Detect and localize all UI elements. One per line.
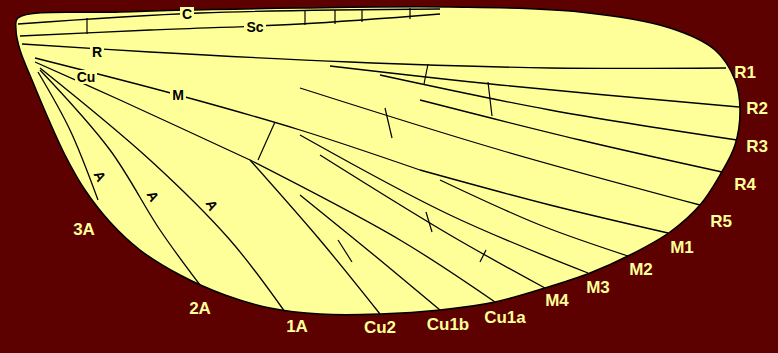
r4-vein [420, 100, 722, 172]
crossvein [480, 250, 486, 262]
crossvein [488, 82, 492, 116]
m4-vein [320, 155, 545, 288]
anal-3-vein [38, 72, 98, 200]
crossvein-group [87, 8, 492, 262]
anal-2-vein [40, 70, 200, 285]
vein-label: Sc [244, 20, 265, 34]
crossvein [258, 122, 275, 160]
cu1a-vein [250, 160, 495, 302]
vein-end-label: 3A [73, 221, 95, 238]
vein-label: Cu [75, 70, 98, 84]
vein-label: C [180, 7, 194, 21]
vein-group [18, 9, 739, 314]
cubitus-vein [35, 62, 250, 160]
crossvein [426, 212, 432, 232]
vein-end-label: Cu1b [427, 316, 470, 333]
crossvein [409, 8, 410, 19]
m3-vein [300, 135, 588, 273]
vein-label: R [90, 45, 104, 59]
wing-membrane [16, 7, 740, 315]
crossvein [334, 10, 335, 24]
vein-end-label: M4 [545, 292, 569, 309]
crossvein [361, 9, 362, 22]
vein-end-label: M1 [670, 239, 694, 256]
vein-end-label: M2 [629, 261, 653, 278]
m1-vein [420, 170, 668, 233]
vein-label: M [170, 88, 186, 102]
vein-end-label: R2 [746, 100, 768, 117]
crossvein [424, 64, 428, 84]
media-vein [35, 58, 420, 170]
crossvein [86, 18, 87, 34]
vein-end-label: M3 [586, 279, 610, 296]
vein-end-label: Cu2 [364, 319, 396, 336]
crossvein [385, 108, 392, 138]
vein-end-label: R1 [734, 64, 756, 81]
subcosta-vein [20, 14, 440, 36]
crossvein [304, 10, 305, 25]
vein-end-label: R4 [734, 176, 756, 193]
r5-vein [300, 88, 700, 205]
m2-vein [440, 180, 628, 256]
vein-end-label: 1A [286, 318, 308, 335]
vein-end-label: R3 [746, 138, 768, 155]
anal-1-vein [40, 68, 285, 312]
crossvein [338, 240, 352, 262]
vein-end-label: Cu1a [484, 309, 526, 326]
costa-vein [18, 9, 440, 24]
r2-vein [330, 66, 739, 107]
cu1b-vein [300, 195, 440, 310]
radius-vein [22, 44, 726, 68]
vein-end-label: 2A [189, 300, 211, 317]
vein-end-label: R5 [710, 213, 732, 230]
